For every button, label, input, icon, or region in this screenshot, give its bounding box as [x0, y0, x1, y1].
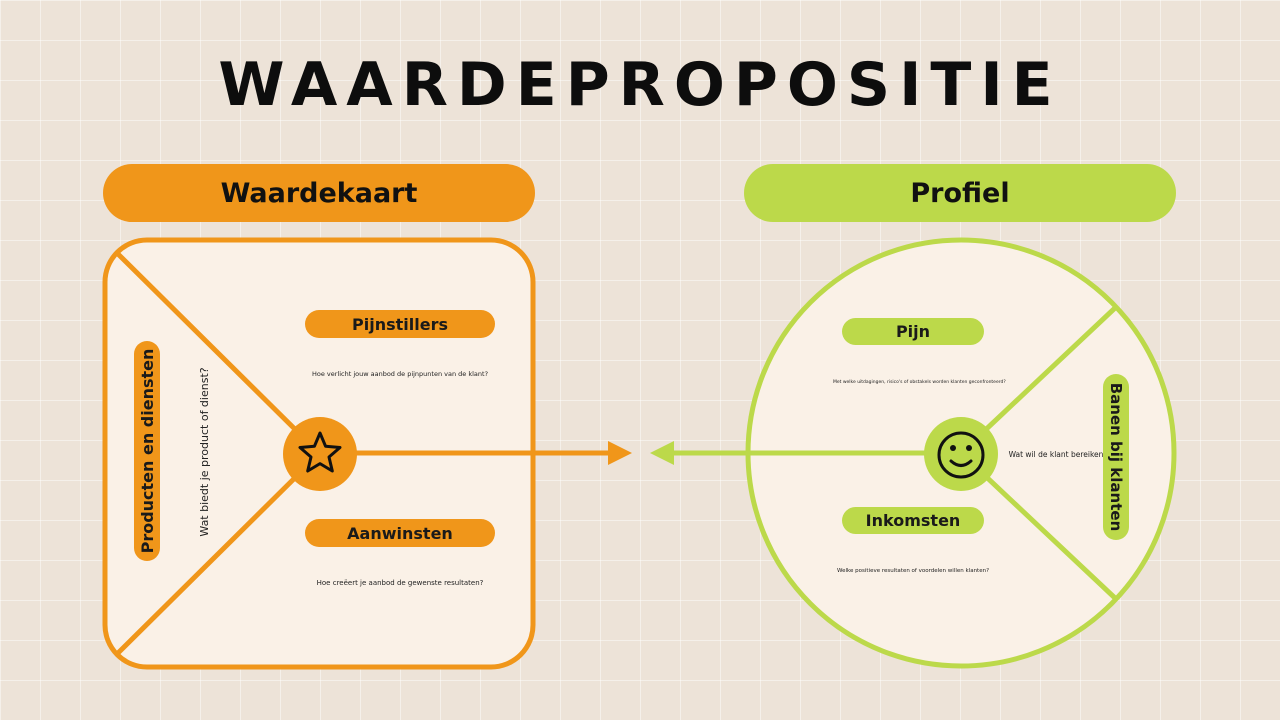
products-services-question-text: Wat biedt je product of dienst?: [197, 367, 211, 537]
smiley-icon-circle: [924, 417, 998, 491]
pain-relievers-label: Pijnstillers: [305, 310, 495, 338]
gains-label: Inkomsten: [842, 507, 984, 534]
products-services-label: Producten en diensten: [134, 341, 160, 561]
profile-header-label: Profiel: [910, 177, 1010, 209]
star-icon-circle: [283, 417, 357, 491]
pain-relievers-question: Hoe verlicht jouw aanbod de pijnpunten v…: [311, 370, 489, 378]
gain-creators-label: Aanwinsten: [305, 519, 495, 547]
value-map-divider-top: [115, 251, 320, 454]
pains-question: Met welke uitdagingen, risico's of obsta…: [833, 380, 1006, 385]
gains-question: Welke positieve resultaten of voordelen …: [837, 568, 989, 574]
value-map-arrow-head: [608, 441, 632, 465]
profile-header: Profiel: [744, 164, 1176, 222]
gain-creators-question: Hoe creëert je aanbod de gewenste result…: [316, 579, 484, 587]
pains-label: Pijn: [842, 318, 984, 345]
value-map-header: Waardekaart: [103, 164, 535, 222]
smiley-icon: [937, 431, 985, 479]
value-map-header-label: Waardekaart: [220, 177, 418, 209]
profile-divider-top: [961, 306, 1117, 453]
star-icon: [298, 431, 342, 473]
customer-jobs-label: Banen bij klanten: [1103, 374, 1129, 540]
customer-jobs-question: Wat wil de klant bereiken?: [1008, 450, 1108, 459]
value-map-divider-bottom: [115, 453, 320, 656]
customer-jobs-label-text: Banen bij klanten: [1107, 382, 1125, 532]
profile-arrow-head: [650, 441, 674, 465]
products-services-label-text: Producten en diensten: [137, 348, 157, 554]
products-services-question: Wat biedt je product of dienst?: [196, 347, 212, 557]
page-title: WAARDEPROPOSITIE: [218, 50, 1062, 120]
